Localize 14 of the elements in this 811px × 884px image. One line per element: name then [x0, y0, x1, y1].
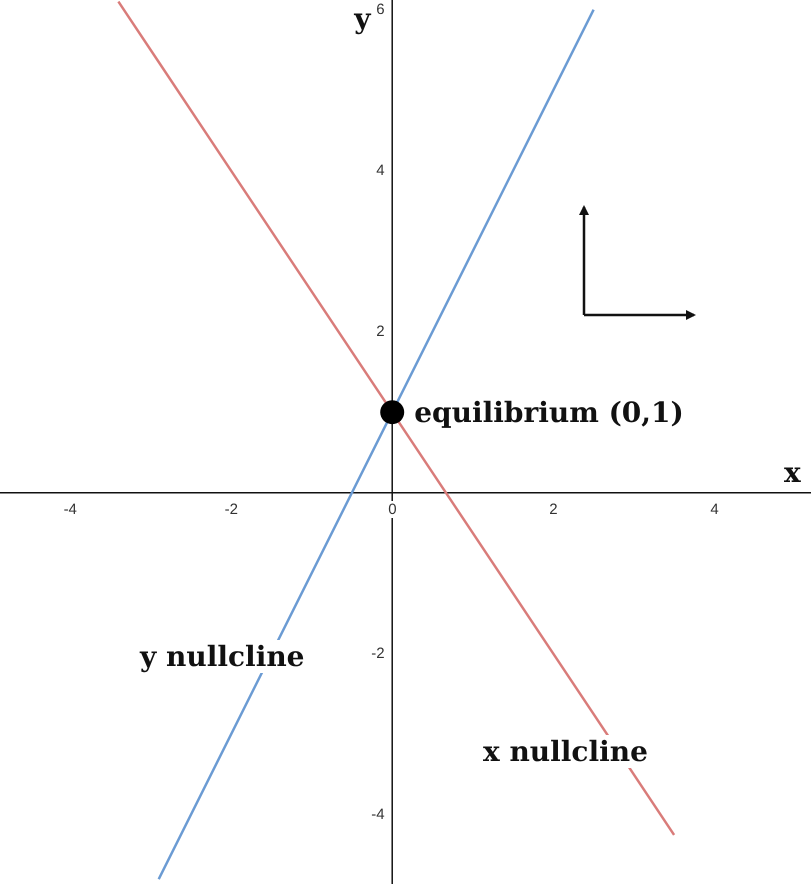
- tick-label: 0: [388, 500, 397, 518]
- tick-label: 2: [549, 500, 558, 518]
- tick-label: 4: [710, 500, 719, 518]
- axis-label: y: [354, 2, 370, 35]
- tick-label: -4: [64, 500, 77, 518]
- tick-label: 6: [376, 1, 385, 18]
- line-label: x nullcline: [483, 735, 648, 768]
- tick-label: -4: [371, 806, 385, 824]
- line-label: y nullcline: [140, 640, 304, 673]
- tick-label: -2: [224, 500, 238, 518]
- axis-label: x: [784, 456, 801, 489]
- tick-label: 4: [376, 162, 385, 180]
- tick-label: -2: [371, 645, 385, 662]
- tick-label: 2: [376, 323, 385, 340]
